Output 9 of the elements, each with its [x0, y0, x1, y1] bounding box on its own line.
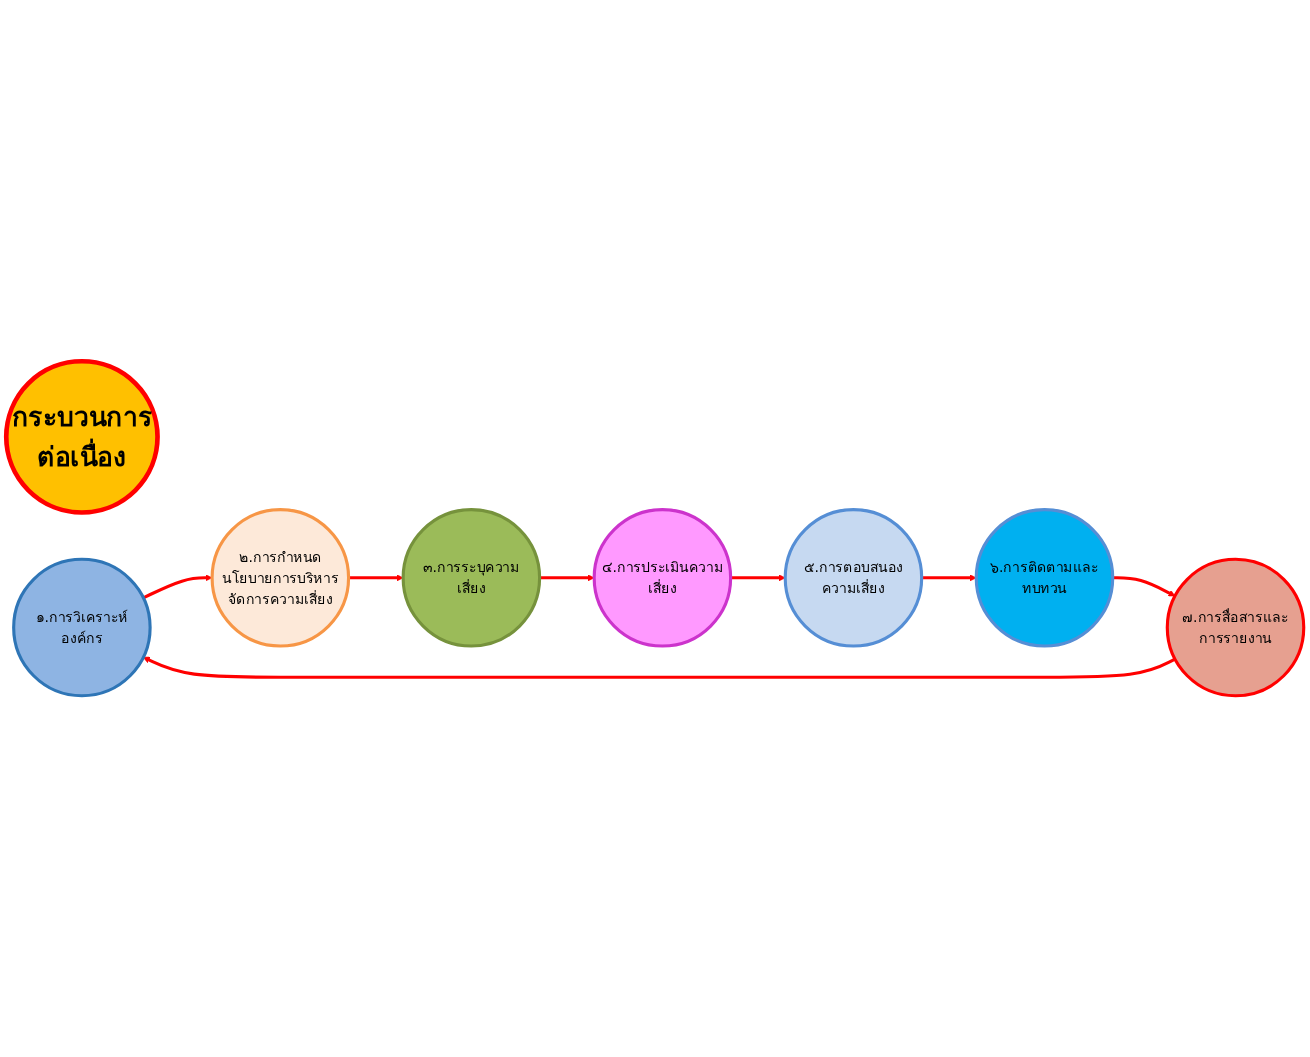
node-circle: ๗.การสื่อสารและการรายงาน: [1165, 557, 1306, 698]
node-circle: ๓.การระบุความเสี่ยง: [401, 508, 542, 648]
node-circle: กระบวนการต่อเนื่อง: [3, 358, 160, 515]
arrow: [143, 656, 1176, 679]
node-circle: ๕.การตอบสนองความเสี่ยง: [783, 508, 924, 648]
node-circle: ๔.การประเมินความเสี่ยง: [592, 508, 733, 648]
node-circle: ๒.การกำหนดนโยบายการบริหารจัดการความเสี่ยง: [210, 508, 351, 648]
node-circle: ๑.การวิเคราะห์องค์กร: [12, 557, 152, 698]
node-circle: ๖.การติดตามและทบทวน: [974, 508, 1115, 648]
